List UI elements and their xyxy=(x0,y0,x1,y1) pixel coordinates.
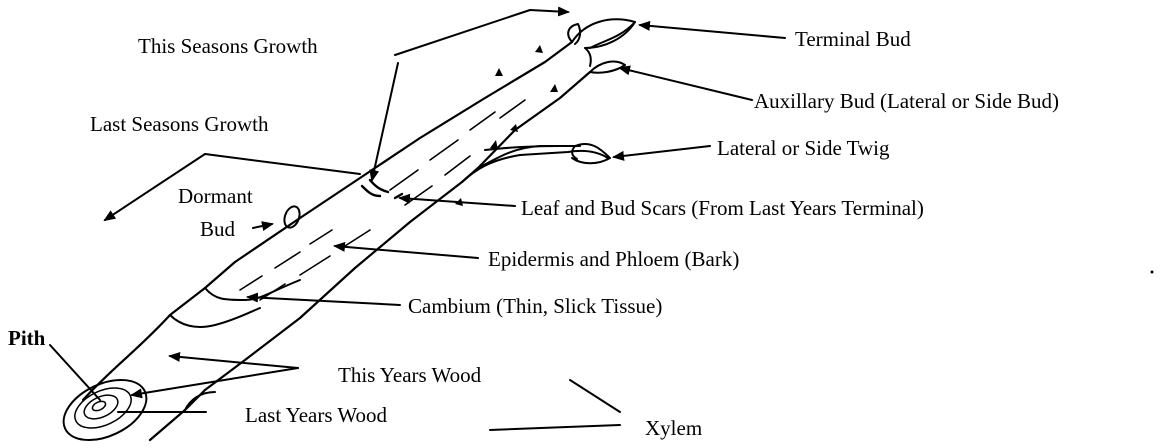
last-seasons-bar xyxy=(205,154,360,174)
wood-edge xyxy=(185,392,215,410)
label-bud: Bud xyxy=(200,217,236,241)
stem-outline-top xyxy=(83,42,572,400)
terminal-bud-cluster xyxy=(568,19,635,72)
arrow-lateral-twig xyxy=(614,146,710,157)
label-last-years-wood: Last Years Wood xyxy=(245,403,388,427)
arrow-cambium xyxy=(248,297,400,305)
arrow-terminal-bud xyxy=(640,25,785,38)
label-xylem: Xylem xyxy=(645,416,702,440)
label-dormant: Dormant xyxy=(178,184,253,208)
arrow-dormant-bud xyxy=(253,224,272,228)
stem-buds xyxy=(455,45,558,206)
label-terminal-bud: Terminal Bud xyxy=(795,27,911,51)
arrow-epidermis xyxy=(335,246,478,258)
pith-core xyxy=(91,399,107,412)
label-last-seasons-growth: Last Seasons Growth xyxy=(90,112,269,136)
label-this-seasons-growth: This Seasons Growth xyxy=(138,34,318,58)
arrow-this-seasons-growth-top xyxy=(395,10,568,55)
labels: Terminal Bud This Seasons Growth Auxilla… xyxy=(8,27,1059,440)
phloem-edge xyxy=(170,308,260,327)
label-lateral-twig: Lateral or Side Twig xyxy=(717,136,890,160)
arrow-leaf-bud-scars xyxy=(400,198,515,206)
label-cambium: Cambium (Thin, Slick Tissue) xyxy=(408,294,662,318)
line-pith xyxy=(50,345,100,400)
leaf-bud-scars xyxy=(362,180,402,198)
dormant-bud xyxy=(282,204,303,229)
label-auxillary-bud: Auxillary Bud (Lateral or Side Bud) xyxy=(754,89,1059,113)
stray-dot xyxy=(1151,271,1154,274)
label-epidermis-phloem: Epidermis and Phloem (Bark) xyxy=(488,247,739,271)
label-leaf-bud-scars: Leaf and Bud Scars (From Last Years Term… xyxy=(521,196,924,220)
label-pith: Pith xyxy=(8,326,46,350)
arrow-this-years-wood-b xyxy=(132,368,298,395)
xylem-bracket-bottom xyxy=(490,425,620,430)
label-this-years-wood: This Years Wood xyxy=(338,363,482,387)
xylem-bracket-top xyxy=(570,380,620,412)
arrow-auxillary-bud xyxy=(620,68,752,100)
arrow-this-years-wood-a xyxy=(170,356,298,368)
